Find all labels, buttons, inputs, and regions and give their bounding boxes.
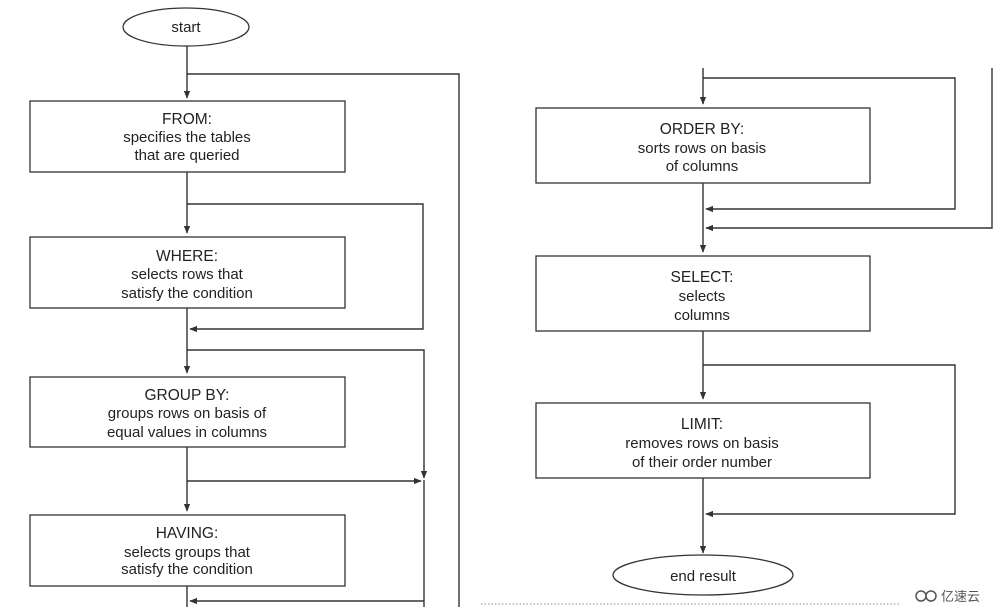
from-line1: specifies the tables (123, 129, 251, 146)
from-line2: that are queried (134, 147, 239, 164)
where-box: WHERE: selects rows that satisfy the con… (29, 236, 346, 309)
start-label: start (171, 19, 201, 36)
select-line1: selects (679, 288, 726, 305)
cloud-icon (915, 590, 937, 602)
orderby-line1: sorts rows on basis (638, 140, 766, 157)
select-box: SELECT: selects columns (535, 255, 871, 332)
where-title: WHERE: (156, 248, 218, 265)
orderby-title: ORDER BY: (660, 121, 744, 138)
groupby-title: GROUP BY: (145, 387, 230, 404)
limit-line2: of their order number (632, 454, 772, 471)
groupby-box: GROUP BY: groups rows on basis of equal … (29, 376, 346, 448)
having-line1: selects groups that (124, 544, 251, 561)
having-line2: satisfy the condition (121, 561, 253, 578)
groupby-line2: equal values in columns (107, 424, 267, 441)
bypass-loop-orderby (703, 77, 956, 213)
where-line2: satisfy the condition (121, 285, 253, 302)
select-title: SELECT: (671, 269, 734, 286)
bypass-line-continued (705, 68, 993, 232)
bypass-line-from (187, 73, 460, 607)
limit-title: LIMIT: (681, 416, 723, 433)
limit-line1: removes rows on basis (625, 435, 778, 452)
bypass-loop-where (187, 203, 424, 333)
from-title: FROM: (162, 111, 212, 128)
orderby-box: ORDER BY: sorts rows on basis of columns (535, 107, 871, 184)
start-node: start (122, 7, 250, 47)
orderby-line2: of columns (666, 158, 739, 175)
limit-box: LIMIT: removes rows on basis of their or… (535, 402, 871, 479)
bypass-loop-groupby (187, 349, 428, 479)
where-line1: selects rows that (131, 266, 244, 283)
having-box: HAVING: selects groups that satisfy the … (29, 514, 346, 587)
end-node: end result (612, 554, 794, 596)
groupby-line1: groups rows on basis of (108, 405, 267, 422)
select-line2: columns (674, 307, 730, 324)
having-title: HAVING: (156, 525, 219, 542)
watermark: 亿速云 (915, 590, 980, 605)
watermark-text: 亿速云 (941, 590, 980, 605)
end-label: end result (670, 568, 737, 585)
bypass-loop-limit (703, 364, 956, 518)
from-box: FROM: specifies the tables that are quer… (29, 100, 346, 173)
